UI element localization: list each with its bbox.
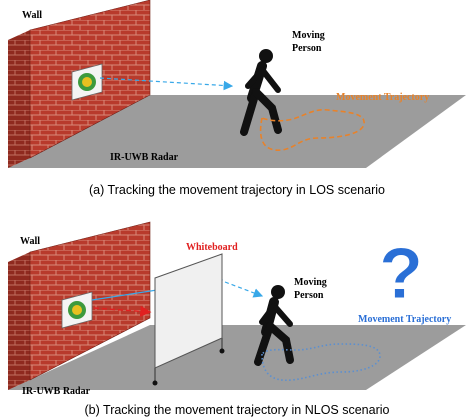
floor-b — [8, 325, 466, 390]
panel-b: ? Wall Whiteboard Moving Person Movement… — [8, 221, 466, 417]
blocked-beam-b — [93, 305, 152, 317]
radar-device-b — [61, 291, 93, 329]
caption-b: (b) Tracking the movement trajectory in … — [85, 403, 390, 417]
radar-device-a — [71, 63, 103, 101]
person-label-a-line1: Moving — [292, 30, 325, 41]
person-label-b-line2: Person — [294, 290, 324, 301]
person-label-a-line2: Person — [292, 43, 322, 54]
question-mark-icon: ? — [379, 234, 423, 314]
whiteboard — [152, 253, 225, 386]
radar-beam-a — [99, 77, 234, 91]
caption-a: (a) Tracking the movement trajectory in … — [89, 183, 385, 197]
wall-label-b: Wall — [20, 236, 40, 247]
brick-wall-a-side — [8, 30, 30, 168]
wall-label-a: Wall — [22, 10, 42, 21]
whiteboard-label: Whiteboard — [186, 242, 238, 253]
person-label-b-line1: Moving — [294, 277, 327, 288]
trajectory-label-b: Movement Trajectory — [358, 314, 451, 325]
trajectory-label-a: Movement Trajectory — [336, 92, 429, 103]
radar-label-a: IR-UWB Radar — [110, 152, 179, 163]
moving-person-a-icon — [240, 49, 282, 136]
radar-label-b: IR-UWB Radar — [22, 386, 91, 397]
movement-trajectory-a — [259, 108, 365, 151]
panel-a: Wall Moving Person Movement Trajectory I… — [8, 0, 466, 197]
reflected-beam-b — [224, 281, 264, 298]
brick-wall-b-side — [8, 252, 30, 390]
moving-person-b-icon — [254, 285, 294, 366]
